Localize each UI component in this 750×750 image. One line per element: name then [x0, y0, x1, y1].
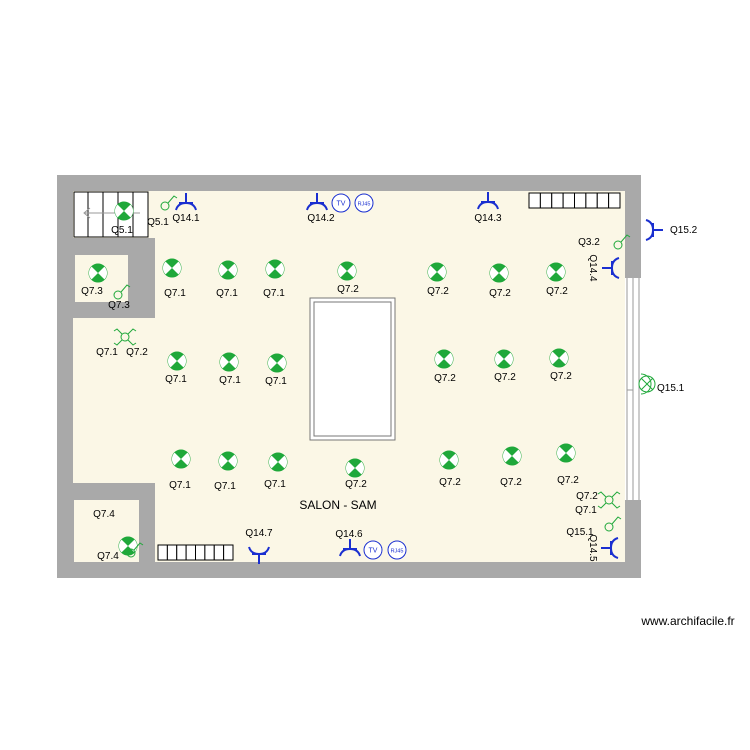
power-outlet-icon[interactable]: [339, 539, 361, 557]
switch-icon[interactable]: [126, 542, 144, 558]
light-label: Q5.1: [111, 225, 133, 236]
light-label: Q7.1: [265, 376, 287, 387]
outlet-label: Q14.1: [172, 213, 200, 224]
switch-label: Q7.1: [96, 347, 118, 358]
ceiling-light-icon[interactable]: [114, 201, 134, 221]
window: [625, 278, 641, 500]
switch-label: Q7.1: [575, 505, 597, 516]
switch-label: Q3.2: [578, 237, 600, 248]
outlet-label: Q14.6: [335, 529, 363, 540]
tv-socket-icon[interactable]: TV: [363, 540, 383, 560]
light-label: Q7.2: [345, 479, 367, 490]
light-label: Q7.1: [164, 288, 186, 299]
outlet-label: Q15.2: [670, 225, 698, 236]
room-label: SALON - SAM: [299, 498, 376, 512]
ceiling-light-icon[interactable]: [337, 261, 357, 281]
rj45-socket-icon[interactable]: RJ45: [387, 540, 407, 560]
light-label: Q7.2: [494, 372, 516, 383]
light-label: Q7.2: [427, 286, 449, 297]
ceiling-light-icon[interactable]: [546, 262, 566, 282]
ceiling-light-icon[interactable]: [265, 259, 285, 279]
ceiling-light-icon[interactable]: [502, 446, 522, 466]
switch-label: Q7.3: [108, 300, 130, 311]
outlet-label: Q14.5: [587, 534, 598, 562]
light-label: Q7.2: [337, 284, 359, 295]
ceiling-light-icon[interactable]: [489, 263, 509, 283]
ceiling-light-icon[interactable]: [434, 349, 454, 369]
ceiling-light-icon[interactable]: [218, 260, 238, 280]
switch-label: Q7.4: [97, 551, 119, 562]
socket-label: RJ45: [358, 202, 371, 208]
ceiling-light-icon[interactable]: [427, 262, 447, 282]
ceiling-light-icon[interactable]: [494, 349, 514, 369]
light-label: Q7.1: [165, 374, 187, 385]
ceiling-light-icon[interactable]: [268, 452, 288, 472]
stair-treads-top: [528, 192, 621, 209]
power-outlet-icon[interactable]: [602, 257, 620, 279]
light-label: Q7.4: [93, 509, 115, 520]
light-label: Q7.1: [216, 288, 238, 299]
switch-icon[interactable]: [160, 195, 178, 211]
socket-label: TV: [337, 201, 346, 208]
switch-label: Q5.1: [147, 217, 169, 228]
socket-label: TV: [369, 548, 378, 555]
power-outlet-icon[interactable]: [306, 193, 328, 211]
light-label: Q7.2: [434, 373, 456, 384]
light-label: Q7.1: [214, 481, 236, 492]
ceiling-light-icon[interactable]: [171, 449, 191, 469]
socket-label: RJ45: [391, 549, 404, 555]
wall-light-icon[interactable]: [638, 373, 656, 395]
power-outlet-icon[interactable]: [477, 192, 499, 210]
watermark: www.archifacile.fr: [640, 614, 734, 628]
light-label: Q7.2: [557, 475, 579, 486]
switch-label: Q7.2: [576, 491, 598, 502]
ceiling-light-icon[interactable]: [439, 450, 459, 470]
light-label: Q7.2: [439, 477, 461, 488]
ceiling-light-icon[interactable]: [167, 351, 187, 371]
light-label: Q7.2: [550, 371, 572, 382]
ceiling-light-icon[interactable]: [118, 536, 138, 556]
light-label: Q7.2: [489, 288, 511, 299]
power-outlet-icon[interactable]: [175, 193, 197, 211]
ceiling-light-icon[interactable]: [267, 353, 287, 373]
outlet-label: Q14.3: [474, 213, 502, 224]
light-label: Q7.1: [219, 375, 241, 386]
ceiling-light-icon[interactable]: [218, 451, 238, 471]
rj45-socket-icon[interactable]: RJ45: [354, 193, 374, 213]
switch-icon[interactable]: [604, 516, 622, 532]
switch-icon[interactable]: [613, 234, 631, 250]
wall-light-label: Q15.1: [657, 383, 685, 394]
ceiling-light-icon[interactable]: [88, 263, 108, 283]
switch-label: Q15.1: [566, 527, 594, 538]
ceiling-light-icon[interactable]: [549, 348, 569, 368]
central-pillar: [309, 297, 396, 441]
light-label: Q7.2: [500, 477, 522, 488]
light-label: Q7.1: [264, 479, 286, 490]
light-label: Q7.2: [546, 286, 568, 297]
outlet-label: Q14.2: [307, 213, 335, 224]
ceiling-light-icon[interactable]: [556, 443, 576, 463]
power-outlet-icon[interactable]: [601, 537, 619, 559]
outlet-label: Q14.7: [245, 528, 273, 539]
ceiling-light-icon[interactable]: [345, 458, 365, 478]
power-outlet-icon[interactable]: [248, 546, 270, 564]
tv-socket-icon[interactable]: TV: [331, 193, 351, 213]
light-label: Q7.1: [169, 480, 191, 491]
light-label: Q7.3: [81, 286, 103, 297]
ceiling-light-icon[interactable]: [219, 352, 239, 372]
double-switch-icon[interactable]: [113, 328, 137, 346]
outlet-label: Q14.4: [587, 254, 598, 282]
light-label: Q7.1: [263, 288, 285, 299]
switch-icon[interactable]: [113, 284, 131, 300]
stair-treads-bottom: [157, 544, 234, 561]
switch-label: Q7.2: [126, 347, 148, 358]
ceiling-light-icon[interactable]: [162, 258, 182, 278]
power-outlet-icon[interactable]: [645, 219, 663, 241]
double-switch-icon[interactable]: [597, 491, 621, 509]
